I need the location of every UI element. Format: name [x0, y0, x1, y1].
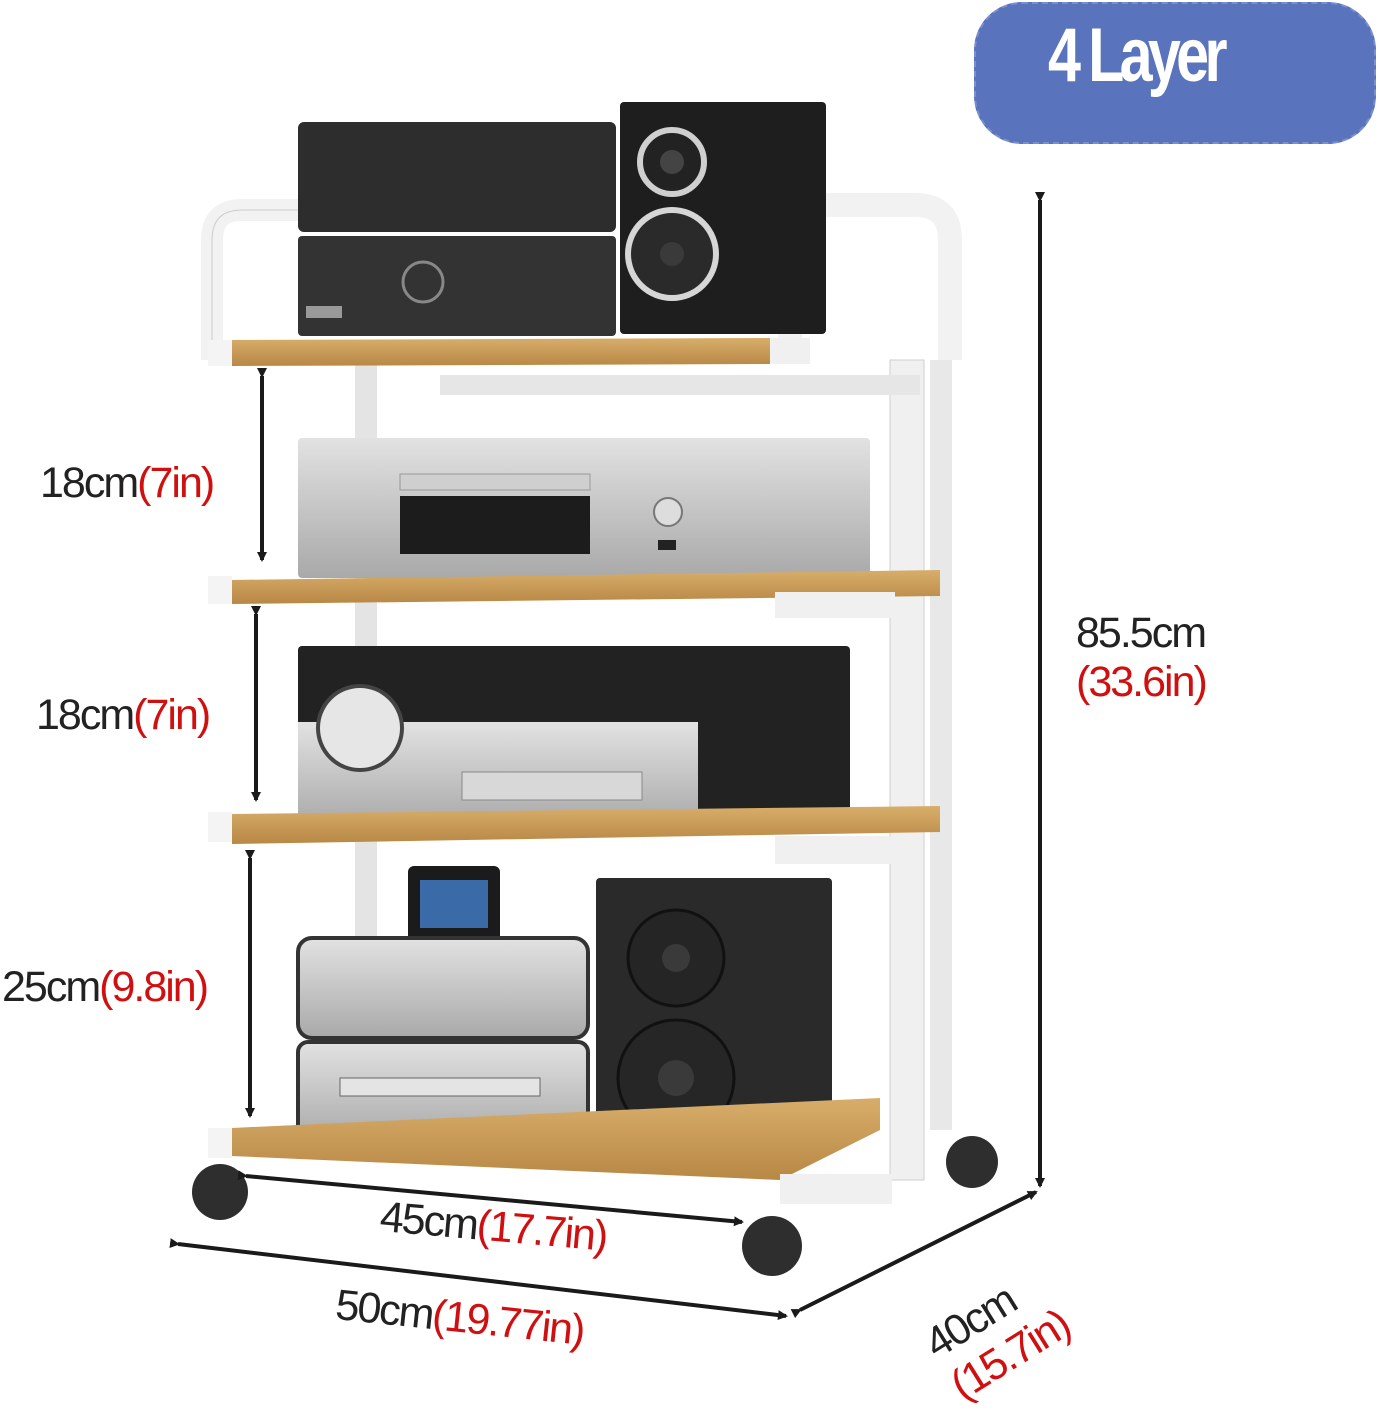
- dock-audio-system: [296, 866, 590, 1144]
- badge-label: 4 Layer: [1048, 13, 1228, 98]
- bottom-speaker: [596, 878, 832, 1150]
- layer-count-badge: 4 Layer: [974, 2, 1376, 144]
- dimension-arrows: [169, 192, 1045, 1321]
- shelves: [208, 338, 940, 1204]
- cd-player: [298, 438, 870, 578]
- dimension-height: 85.5cm (33.6in): [1076, 609, 1208, 706]
- dimension-gap-middle: 18cm(7in): [36, 691, 211, 739]
- dimension-gap-bottom: 25cm(9.8in): [2, 963, 209, 1011]
- dimension-gap-top: 18cm(7in): [40, 459, 215, 507]
- top-speaker: [620, 102, 826, 334]
- stereo-receiver: [298, 646, 850, 828]
- mini-hifi-system: [298, 122, 616, 336]
